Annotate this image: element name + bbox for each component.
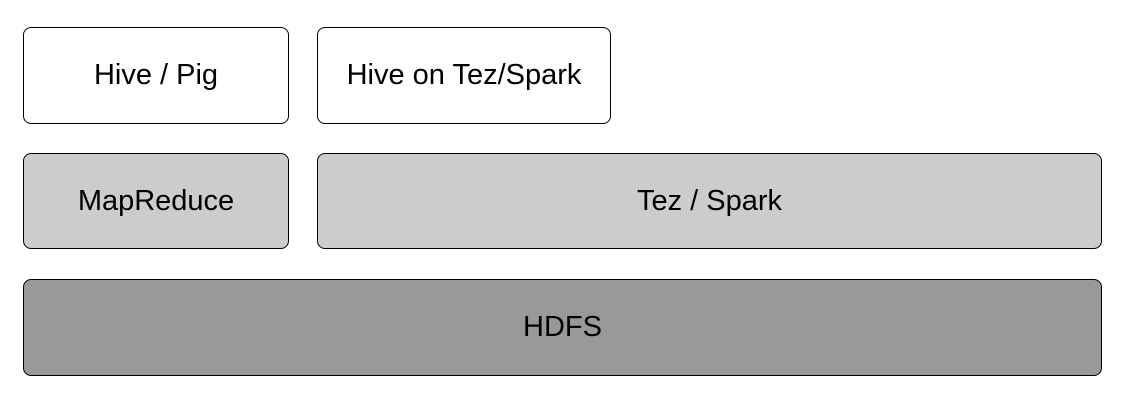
hive-on-tez-spark-label: Hive on Tez/Spark — [346, 59, 582, 91]
tez-spark-label: Tez / Spark — [636, 184, 783, 217]
mapreduce-box: MapReduce — [23, 153, 289, 249]
hive-on-tez-spark-box: Hive on Tez/Spark — [317, 27, 611, 124]
tez-spark-box: Tez / Spark — [317, 153, 1102, 249]
hdfs-box: HDFS — [23, 279, 1102, 376]
hive-pig-box: Hive / Pig — [23, 27, 289, 124]
hdfs-label: HDFS — [523, 311, 602, 343]
hive-pig-label: Hive / Pig — [93, 59, 219, 91]
mapreduce-label: MapReduce — [77, 184, 235, 217]
